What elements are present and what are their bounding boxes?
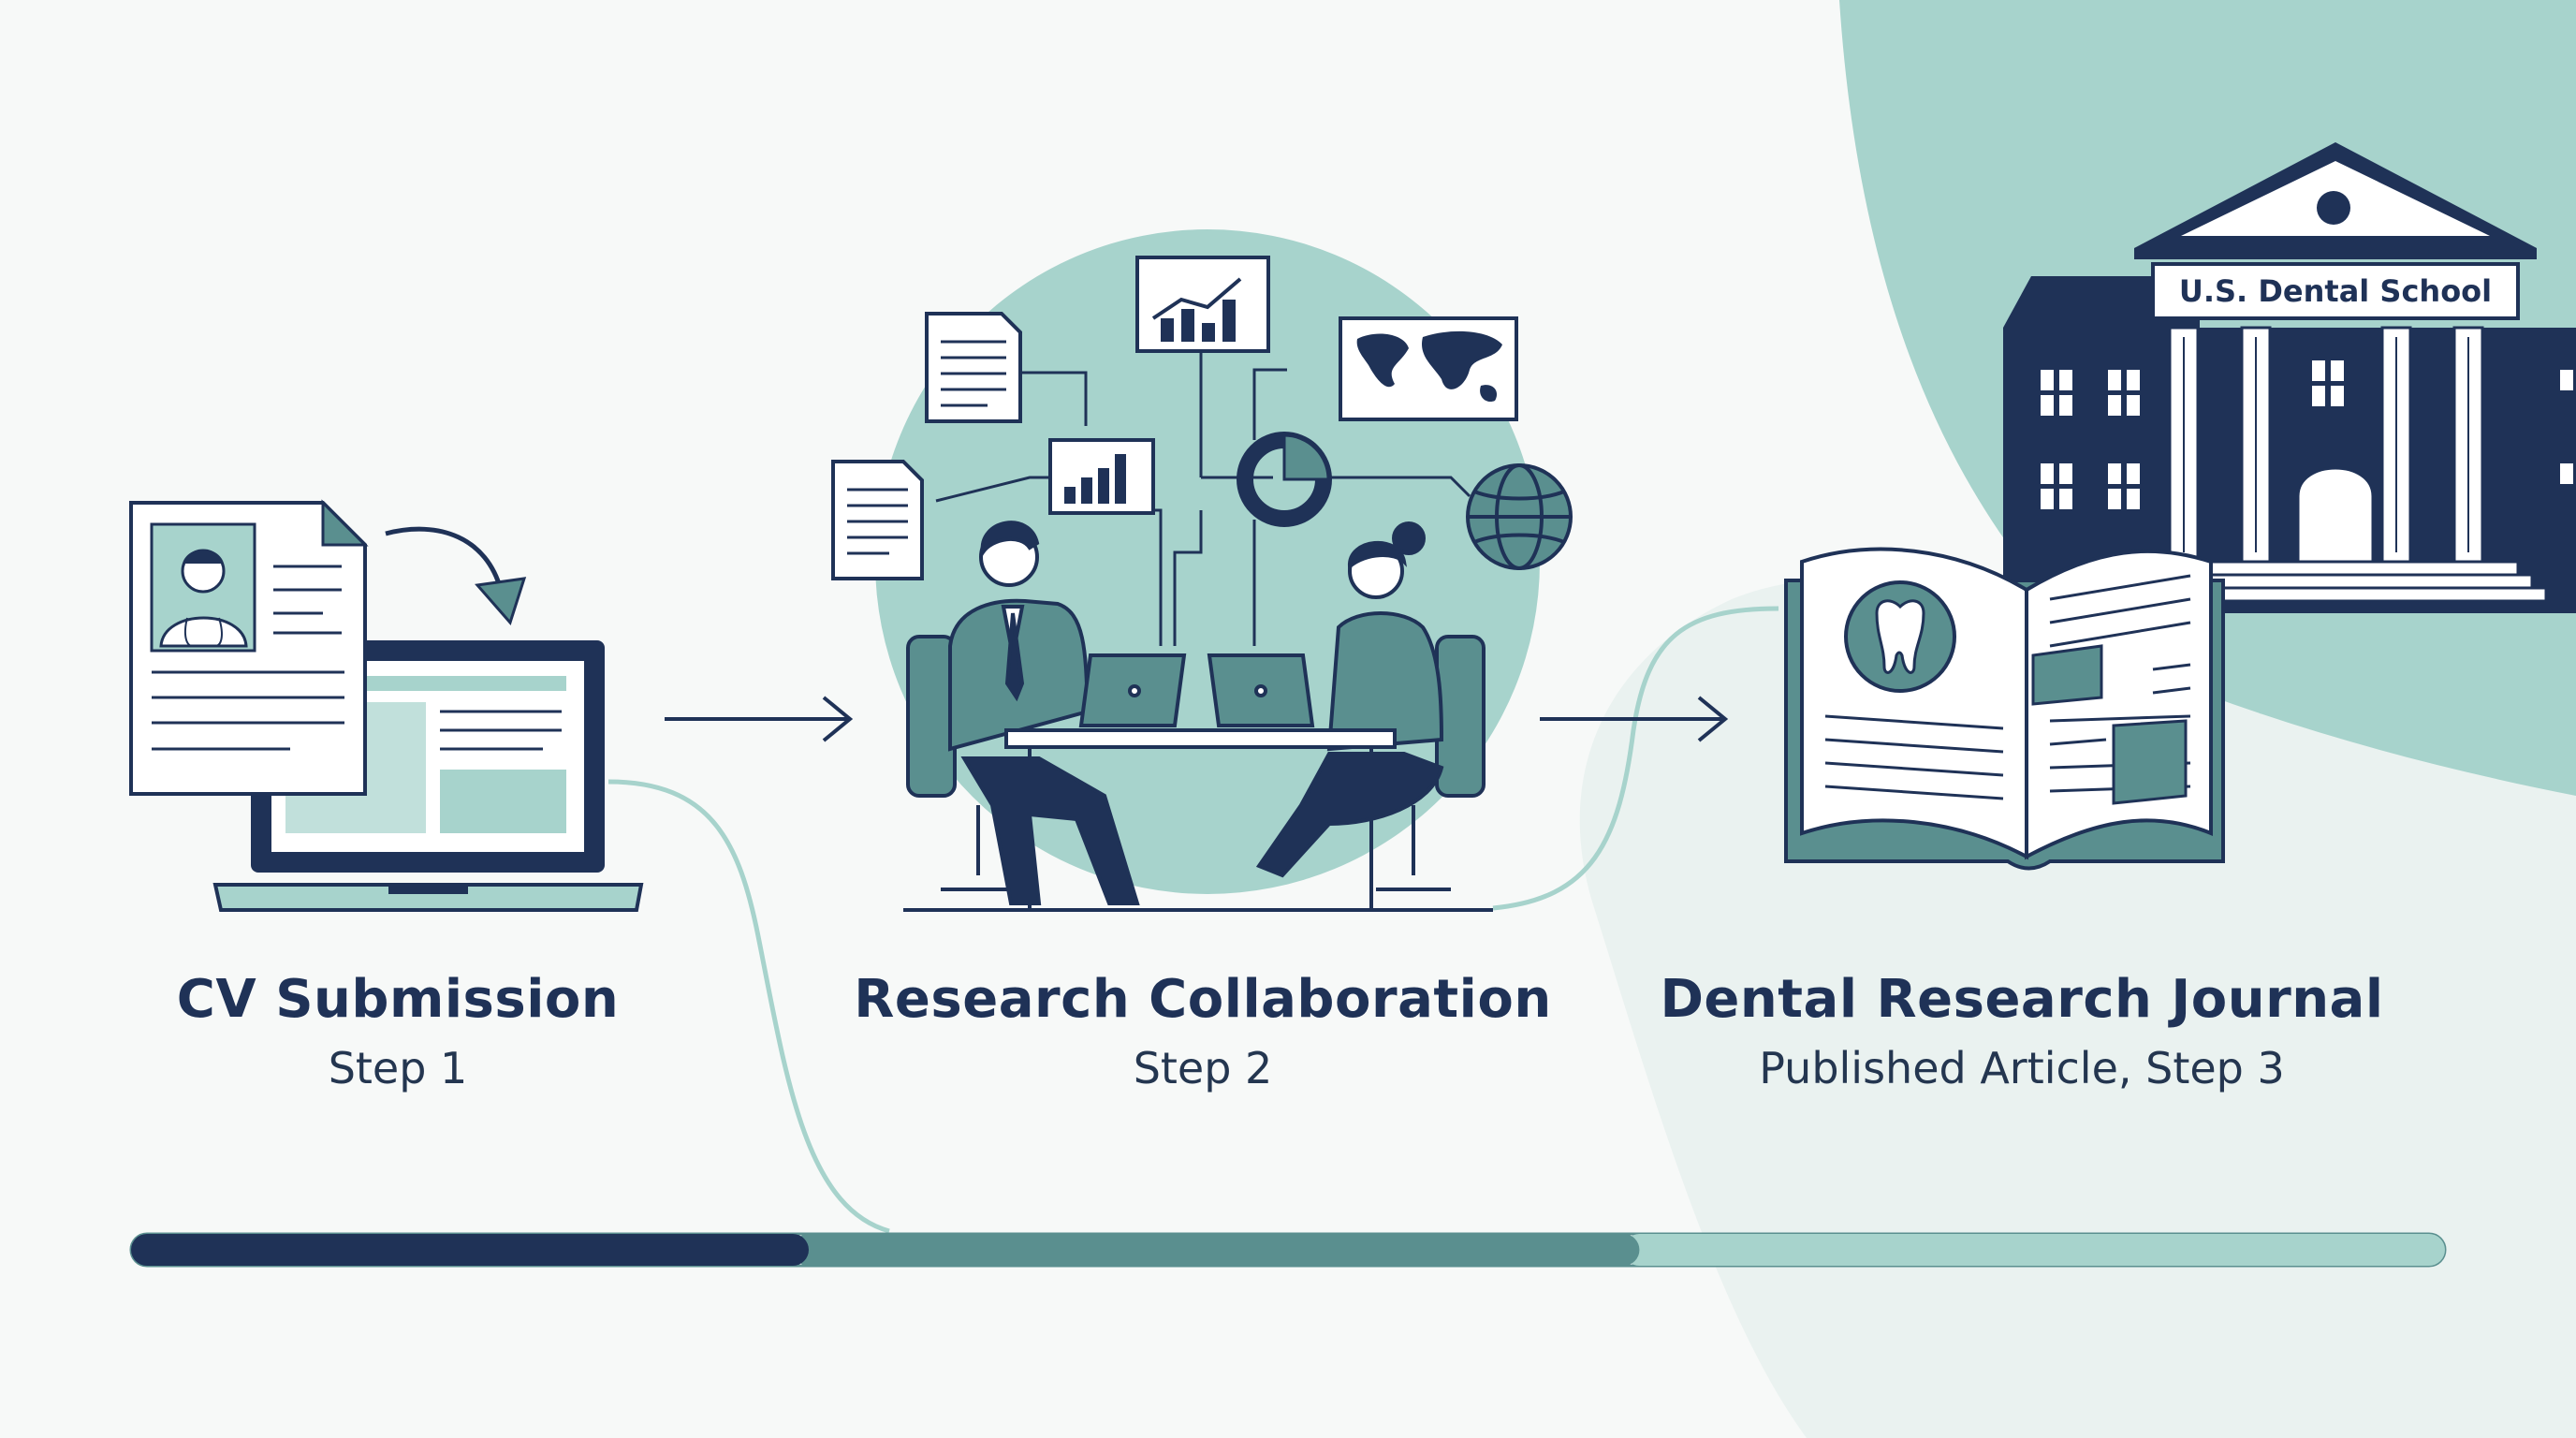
building-sign [2151, 262, 2520, 320]
connector-curve-2 [1492, 606, 1779, 911]
tooth-icon [1844, 580, 1956, 693]
connector-curve-1 [607, 779, 890, 1234]
building-door [2296, 466, 2375, 564]
step-2-subtitle: Step 2 [1133, 1043, 1273, 1093]
woman-figure-icon [1255, 521, 1444, 878]
step-2-label: Research Collaboration Step 2 [824, 969, 1582, 1093]
laptop-icon [1078, 653, 1187, 727]
progress-segment-step-2 [792, 1234, 1640, 1266]
step-2-title: Research Collaboration [854, 969, 1552, 1030]
step-1-label: CV Submission Step 1 [117, 969, 679, 1093]
progress-segment-step-3 [1623, 1234, 2445, 1266]
laptop-icon [1207, 653, 1315, 727]
document-icon [831, 460, 924, 580]
progress-bar [129, 1232, 2447, 1268]
arrow-right-icon [665, 696, 854, 742]
building-sign-text: U.S. Dental School [2179, 273, 2492, 309]
laptop-base [212, 883, 644, 912]
document-icon [925, 312, 1022, 423]
bar-chart-icon [1135, 256, 1270, 353]
step-3-subtitle: Published Article, Step 3 [1759, 1043, 2285, 1093]
world-map-icon [1339, 316, 1518, 421]
step-3-title: Dental Research Journal [1660, 969, 2384, 1030]
progress-segment-step-1 [131, 1234, 809, 1266]
step-1-subtitle: Step 1 [328, 1043, 468, 1093]
collaboration-icon [831, 229, 1573, 912]
man-figure-icon [948, 521, 1140, 905]
bar-chart-icon [1048, 438, 1155, 515]
curved-arrow-icon [385, 526, 504, 591]
step-3-label: Dental Research Journal Published Articl… [1619, 969, 2424, 1093]
pie-chart-icon [1237, 432, 1332, 527]
table-icon [903, 728, 1493, 912]
step-1-title: CV Submission [176, 969, 620, 1030]
cv-laptop-icon [129, 499, 644, 912]
arrow-right-icon [1540, 696, 1729, 742]
globe-icon [1466, 463, 1573, 570]
journal-icon [1784, 547, 2225, 871]
